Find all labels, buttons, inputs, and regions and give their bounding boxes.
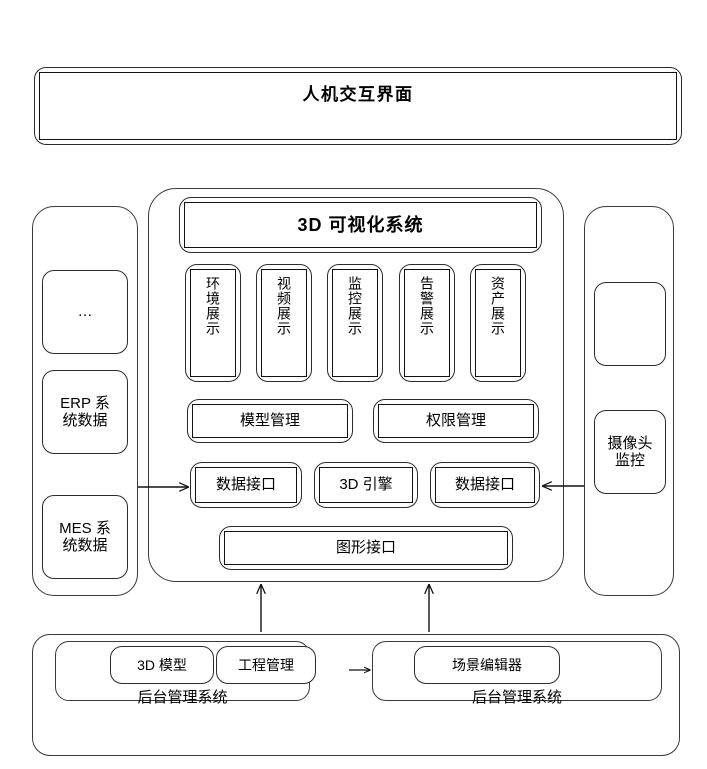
camera-monitor-source[interactable]: 摄像头 监控 [594,410,666,494]
human-machine-interface-label: 人机交互界面 [302,85,414,104]
data-interface-left-box[interactable]: 数据接口 [190,462,302,508]
ellipsis-source[interactable]: … [42,270,128,354]
3d-visualization-system-label: 3D 可视化系统 [297,214,424,235]
environment-display-box[interactable]: 环境展示 [185,264,241,382]
monitoring-display-label: 监控展示 [347,276,363,336]
project-management-label: 工程管理 [238,656,294,673]
graphics-interface-box[interactable]: 图形接口 [219,526,513,570]
data-interface-right-box[interactable]: 数据接口 [430,462,540,508]
3d-engine-inner: 3D 引擎 [319,467,413,503]
model-management-inner: 模型管理 [192,404,348,438]
data-interface-right-label: 数据接口 [454,476,515,494]
data-interface-left-inner: 数据接口 [195,467,297,503]
camera-monitor-source-label: 摄像头 监控 [607,434,653,469]
project-management-box[interactable]: 工程管理 [216,646,316,684]
monitoring-display-box[interactable]: 监控展示 [327,264,383,382]
core-system-container [148,188,564,582]
mes-data-source-label: MES 系 统数据 [59,519,111,554]
graphics-interface-label: 图形接口 [335,539,396,557]
erp-data-source[interactable]: ERP 系 统数据 [42,370,128,454]
3d-engine-box[interactable]: 3D 引擎 [314,462,418,508]
ellipsis-source-label: … [77,303,93,321]
backend-left-caption: 后台管理系统 [137,689,228,706]
monitoring-display-inner: 监控展示 [332,269,378,377]
alarm-display-inner: 告警展示 [404,269,450,377]
graphics-interface-inner: 图形接口 [224,531,508,565]
scene-editor-box[interactable]: 场景编辑器 [414,646,560,684]
asset-display-inner: 资产展示 [475,269,521,377]
3d-model-box[interactable]: 3D 模型 [110,646,214,684]
model-management-label: 模型管理 [239,412,300,430]
scene-editor-label: 场景编辑器 [452,656,522,673]
right-data-sources-container [584,206,674,596]
human-machine-interface-inner: 人机交互界面 [39,72,677,140]
empty-source[interactable] [594,282,666,366]
3d-engine-label: 3D 引擎 [339,476,393,494]
3d-model-label: 3D 模型 [137,656,187,673]
alarm-display-label: 告警展示 [419,276,435,336]
model-management-box[interactable]: 模型管理 [187,399,353,443]
asset-display-label: 资产展示 [490,276,506,336]
mes-data-source[interactable]: MES 系 统数据 [42,495,128,579]
permission-management-box[interactable]: 权限管理 [373,399,539,443]
human-machine-interface-box[interactable]: 人机交互界面 [34,67,682,145]
video-display-inner: 视频展示 [261,269,307,377]
environment-display-label: 环境展示 [205,276,221,336]
data-interface-right-inner: 数据接口 [435,467,535,503]
video-display-label: 视频展示 [276,276,292,336]
permission-management-label: 权限管理 [425,412,486,430]
3d-visualization-system-box[interactable]: 3D 可视化系统 [179,197,542,253]
backend-right-caption: 后台管理系统 [471,689,562,706]
permission-management-inner: 权限管理 [378,404,534,438]
video-display-box[interactable]: 视频展示 [256,264,312,382]
3d-visualization-system-inner: 3D 可视化系统 [184,202,537,248]
data-interface-left-label: 数据接口 [215,476,276,494]
asset-display-box[interactable]: 资产展示 [470,264,526,382]
environment-display-inner: 环境展示 [190,269,236,377]
alarm-display-box[interactable]: 告警展示 [399,264,455,382]
erp-data-source-label: ERP 系 统数据 [60,394,110,429]
